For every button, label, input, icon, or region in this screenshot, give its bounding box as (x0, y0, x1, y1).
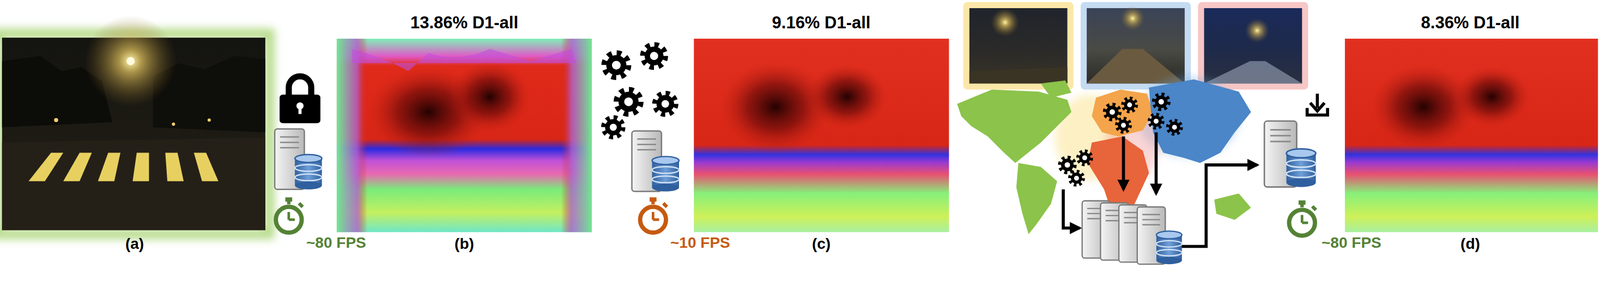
thumbnail-photo (1120, 5, 1145, 31)
night-photo (207, 118, 211, 123)
night-photo (171, 122, 175, 126)
gear-icons (1105, 104, 1120, 119)
gear-icons (1069, 171, 1083, 185)
panel-letter: (d) (1460, 235, 1481, 253)
thumbnail-photo (1203, 8, 1302, 84)
server-icon (1264, 120, 1316, 187)
download-icon (1307, 107, 1328, 115)
thumbnail-photo (1086, 49, 1185, 84)
disparity-map (693, 38, 949, 233)
arrows (1154, 132, 1159, 194)
world-map (1148, 79, 1251, 163)
world-map (1092, 89, 1154, 137)
lock-icon (298, 105, 302, 114)
lock-icon (279, 94, 321, 124)
thumbnail-photo (963, 2, 1074, 90)
panel-letter: (a) (125, 235, 144, 253)
night-photo (132, 152, 149, 181)
disparity-map (1344, 38, 1598, 233)
night-photo (0, 15, 270, 235)
night-photo (63, 152, 92, 181)
server-icon (274, 129, 323, 190)
stopwatch-icon (275, 197, 304, 233)
disparity-map (336, 38, 592, 233)
thumbnail-photo (1244, 18, 1270, 44)
world-map (1040, 80, 1072, 99)
world-map (1016, 162, 1058, 235)
arrows (1122, 136, 1126, 190)
server-cluster (1082, 201, 1183, 265)
download-icon (1307, 93, 1328, 115)
night-photo (194, 152, 219, 181)
night-photo (2, 137, 266, 230)
panel-letter: (c) (811, 235, 831, 253)
gear-icons (655, 93, 676, 114)
night-photo (53, 118, 58, 123)
night-photo (126, 57, 135, 66)
error-metric: 8.36% D1-all (1421, 13, 1520, 33)
thumbnail-photo (963, 2, 1074, 90)
disparity-map (1452, 66, 1531, 128)
gear-icons (1077, 151, 1092, 165)
error-metric: 9.16% D1-all (772, 13, 871, 33)
gear-icons (643, 45, 665, 68)
download-icon (1310, 102, 1325, 112)
gear-icons (1059, 94, 1181, 185)
disparity-map (352, 49, 577, 72)
lock-icon (288, 76, 312, 97)
world-map (1214, 193, 1251, 221)
download-icon (1316, 93, 1320, 108)
thumbnail-photo (1203, 61, 1302, 84)
thumbnail-photo (969, 67, 1068, 84)
error-metric: 13.86% D1-all (410, 13, 519, 33)
gear-icons (1149, 114, 1163, 129)
night-photo (98, 152, 121, 181)
speed-label: ~10 FPS (670, 234, 731, 252)
night-photo (28, 152, 64, 181)
gear-icons (1167, 120, 1181, 135)
thumbnail-photo (1197, 2, 1308, 90)
stopwatch-icon (640, 197, 669, 233)
stopwatch-icon (1289, 200, 1318, 236)
world-map (956, 89, 1072, 164)
gear-icons (1123, 98, 1137, 112)
thumbnail-photo (990, 8, 1020, 37)
arrows (1063, 189, 1080, 229)
speed-label: ~80 FPS (1321, 234, 1382, 252)
panel-letter: (b) (454, 235, 475, 253)
gear-icons (1117, 118, 1131, 132)
disparity-map (693, 38, 949, 233)
server-cluster (1137, 207, 1183, 265)
speed-label: ~80 FPS (306, 234, 367, 252)
night-photo (84, 15, 177, 107)
gear-icons (603, 117, 623, 137)
disparity-map (336, 38, 592, 233)
server-icon (631, 131, 680, 192)
gear-icons (1154, 94, 1169, 109)
gear-icons (616, 90, 640, 114)
disparity-map (449, 61, 531, 133)
thumbnail-photo (969, 8, 1068, 84)
gear-icons (604, 53, 628, 77)
lock-icon (279, 76, 321, 124)
disparity-map (336, 38, 592, 233)
disparity-map (805, 64, 888, 130)
arrows (1175, 165, 1258, 247)
thumbnail-photo (1080, 2, 1191, 90)
disparity-map (1344, 38, 1598, 233)
night-photo (165, 152, 184, 181)
gear-icons (1059, 158, 1075, 173)
gear-icons (603, 45, 676, 137)
thumbnail-photo (1080, 2, 1191, 90)
thumbnail-photo (1197, 2, 1308, 90)
